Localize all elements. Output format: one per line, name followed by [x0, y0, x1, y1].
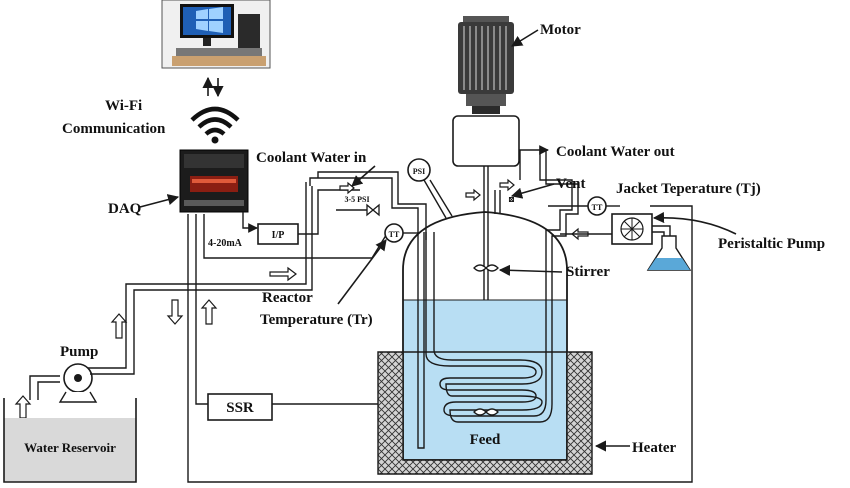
feed-label: Feed	[470, 432, 501, 448]
peristaltic-pump	[611, 213, 653, 245]
psi-label: PSI	[413, 167, 425, 176]
reactor-temp-label-line2: Temperature (Tr)	[260, 312, 373, 328]
water-reservoir	[3, 398, 137, 483]
wifi-label-line1: Wi-Fi	[105, 98, 142, 114]
heater-jacket	[377, 351, 593, 475]
daq-unit	[179, 149, 249, 213]
vent-valve-mark: ⊠	[508, 195, 515, 204]
coolant-out-label: Coolant Water out	[556, 144, 675, 160]
heater-label: Heater	[632, 440, 676, 456]
bidirectional-arrows-icon	[202, 76, 224, 98]
reactor-vessel	[402, 211, 568, 461]
ssr-box	[207, 393, 273, 421]
computer-icon	[161, 0, 271, 69]
ssr-label: SSR	[226, 400, 254, 416]
ip-label: I/P	[272, 230, 285, 241]
pressure-range-label: 3-5 PSI	[344, 195, 369, 204]
flow-arrows	[14, 178, 589, 419]
psi-gauge	[407, 158, 431, 182]
wifi-icon	[190, 106, 240, 144]
jacket-temp-label: Jacket Teperature (Tj)	[616, 181, 761, 197]
motor-icon	[452, 16, 520, 167]
cooling-coil	[425, 150, 579, 423]
vent-label: Vent	[556, 176, 585, 192]
coolant-in-label: Coolant Water in	[256, 150, 367, 166]
stirrer-impeller	[473, 264, 499, 416]
reactor-temp-label-line1: Reactor	[262, 290, 313, 306]
tt-jacket-label: TT	[592, 203, 603, 212]
flask-icon	[646, 235, 692, 271]
pump-label: Pump	[60, 344, 98, 360]
pump-icon	[29, 342, 135, 403]
peristaltic-pump-label: Peristaltic Pump	[718, 236, 825, 252]
signal-label: 4-20mA	[208, 238, 243, 249]
control-valve	[366, 203, 380, 217]
daq-label: DAQ	[108, 201, 142, 217]
stirrer-label: Stirrer	[566, 264, 610, 280]
tt-reactor-label: TT	[389, 230, 400, 239]
water-reservoir-label: Water Reservoir	[24, 440, 116, 455]
motor-label: Motor	[540, 22, 581, 38]
wifi-label-line2: Communication	[62, 121, 166, 137]
